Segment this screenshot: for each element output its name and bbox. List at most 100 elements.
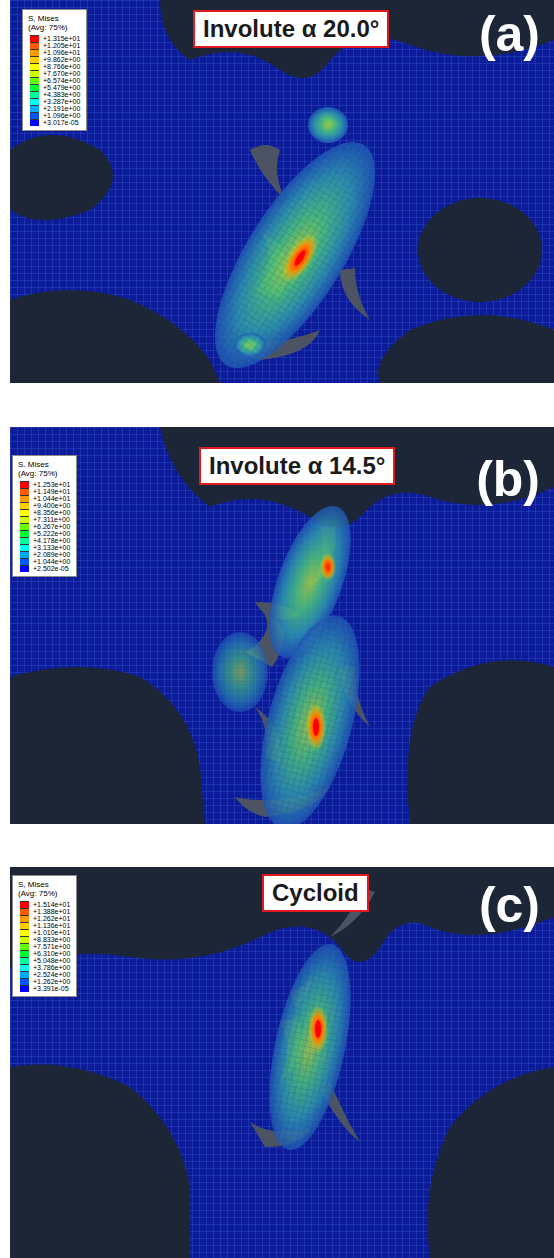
panel-letter: (c) (479, 877, 540, 933)
background-gap (160, 0, 554, 78)
stress-contour (308, 107, 348, 143)
legend-row: +1.044e+00 (18, 558, 70, 565)
legend-value: +7.670e+00 (43, 70, 80, 77)
stress-contour (254, 937, 366, 1157)
legend-swatch (20, 516, 29, 523)
legend-swatch (30, 91, 39, 98)
legend-swatch (30, 70, 39, 77)
legend-swatch (20, 509, 29, 516)
legend-swatch (30, 77, 39, 84)
legend-value: +5.048e+00 (33, 957, 70, 964)
legend-swatch (20, 488, 29, 495)
legend-value: +1.262e+00 (33, 978, 70, 985)
legend-row: +1.096e+00 (28, 112, 80, 119)
legend-swatch (20, 978, 29, 985)
legend-swatch (30, 105, 39, 112)
legend-swatch (30, 98, 39, 105)
legend-row: +7.311e+00 (18, 516, 70, 523)
title-box: Involute α 14.5° (199, 447, 395, 485)
fem-panel: S, Mises(Avg: 75%)+1.315e+01+1.205e+01+1… (10, 0, 554, 383)
stress-contour (254, 937, 366, 1157)
legend-swatch (20, 544, 29, 551)
stress-contour (313, 718, 319, 736)
legend-swatch (20, 943, 29, 950)
legend-value: +3.017e-05 (43, 119, 79, 126)
stress-contour (212, 632, 268, 712)
legend-row: +6.574e+00 (28, 77, 80, 84)
legend-swatch (20, 495, 29, 502)
legend-swatch (30, 84, 39, 91)
stress-contour (241, 605, 379, 824)
tooth-gap (340, 268, 370, 320)
legend-heading: (Avg: 75%) (18, 469, 70, 478)
legend-value: +1.315e+01 (43, 35, 80, 42)
legend-value: +1.096e+01 (43, 49, 80, 56)
legend-swatch (20, 537, 29, 544)
background-gap (160, 427, 554, 527)
title-box: Involute α 20.0° (193, 10, 389, 48)
contour-legend: S, Mises(Avg: 75%)+1.514e+01+1.388e+01+1… (12, 875, 77, 997)
contour-legend: S, Mises(Avg: 75%)+1.315e+01+1.205e+01+1… (22, 9, 87, 131)
legend-value: +1.010e+01 (33, 929, 70, 936)
legend-swatch (30, 63, 39, 70)
fem-stress-plot (10, 0, 554, 383)
legend-row: +2.191e+00 (28, 105, 80, 112)
title-text: Involute α 14.5° (209, 452, 385, 480)
legend-row: +6.267e+00 (18, 523, 70, 530)
title-text: Cycloid (272, 879, 359, 907)
stress-contour (185, 119, 404, 383)
legend-row: +1.136e+01 (18, 922, 70, 929)
legend-row: +2.524e+00 (18, 971, 70, 978)
stress-contour (241, 605, 379, 824)
legend-swatch (20, 950, 29, 957)
legend-row: +3.287e+00 (28, 98, 80, 105)
legend-value: +1.253e+01 (33, 481, 70, 488)
legend-swatch (20, 565, 29, 572)
legend-value: +1.262e+01 (33, 915, 70, 922)
legend-row: +3.786e+00 (18, 964, 70, 971)
legend-value: +1.096e+00 (43, 112, 80, 119)
legend-swatch (20, 929, 29, 936)
background-gap (10, 135, 113, 220)
legend-row: +2.502e-05 (18, 565, 70, 572)
legend-value: +2.502e-05 (33, 565, 69, 572)
legend-value: +5.222e+00 (33, 530, 70, 537)
legend-row: +3.133e+00 (18, 544, 70, 551)
legend-value: +1.136e+01 (33, 922, 70, 929)
legend-swatch (30, 119, 39, 126)
legend-value: +2.191e+00 (43, 105, 80, 112)
legend-value: +7.571e+00 (33, 943, 70, 950)
background-gap (418, 198, 542, 302)
legend-swatch (20, 558, 29, 565)
stress-contour (306, 703, 326, 751)
fem-stress-plot (10, 867, 554, 1258)
legend-value: +9.400e+00 (33, 502, 70, 509)
legend-swatch (20, 530, 29, 537)
legend-value: +3.391e-05 (33, 985, 69, 992)
background-gap (10, 667, 205, 824)
legend-swatch (30, 56, 39, 63)
legend-value: +6.310e+00 (33, 950, 70, 957)
legend-swatch (20, 901, 29, 908)
legend-row: +1.262e+00 (18, 978, 70, 985)
legend-value: +6.574e+00 (43, 77, 80, 84)
panel-letter: (b) (476, 451, 540, 507)
legend-swatch (20, 936, 29, 943)
gear-mesh (10, 867, 554, 1258)
background-gap (378, 315, 554, 383)
title-text: Involute α 20.0° (203, 15, 379, 43)
legend-heading: S, Mises (28, 14, 80, 23)
legend-row: +5.222e+00 (18, 530, 70, 537)
stress-contour (320, 553, 336, 581)
legend-value: +1.514e+01 (33, 901, 70, 908)
stress-contour (212, 496, 379, 824)
legend-value: +3.133e+00 (33, 544, 70, 551)
legend-row: +1.149e+01 (18, 488, 70, 495)
legend-value: +1.044e+01 (33, 495, 70, 502)
legend-value: +7.311e+00 (33, 516, 70, 523)
legend-heading: S. Mises (18, 460, 70, 469)
legend-row: +8.766e+00 (28, 63, 80, 70)
tooth-gap (250, 145, 285, 200)
legend-swatch (30, 49, 39, 56)
legend-row: +1.315e+01 (28, 35, 80, 42)
